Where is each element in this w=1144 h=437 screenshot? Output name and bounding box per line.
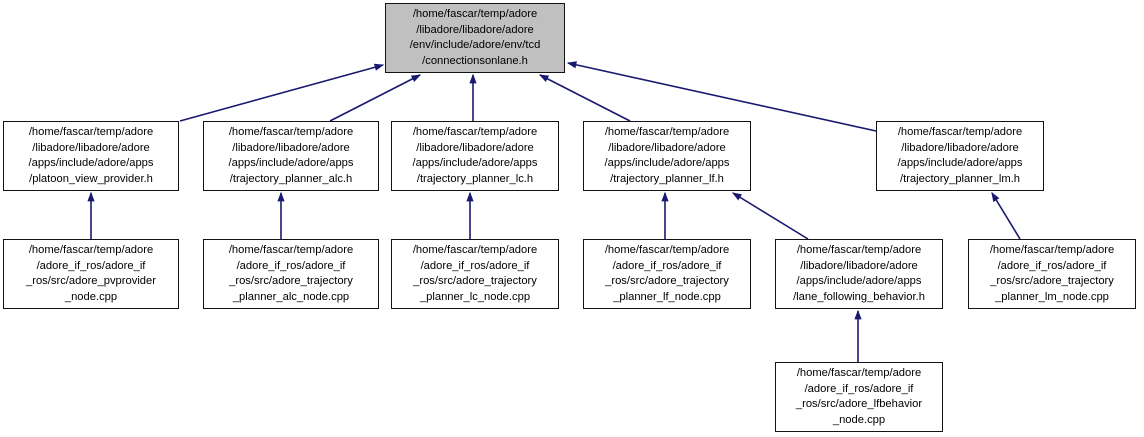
node-label-line: /home/fascar/temp/adore	[989, 244, 1115, 256]
node-label-line: /home/fascar/temp/adore	[796, 244, 922, 256]
graph-node-adore_lfbehavior_node[interactable]: /home/fascar/temp/adore/adore_if_ros/ado…	[775, 362, 943, 432]
graph-node-adore_pvprovider_node[interactable]: /home/fascar/temp/adore/adore_if_ros/ado…	[3, 239, 179, 309]
node-label-line: /home/fascar/temp/adore	[604, 244, 730, 256]
node-label-line: /connectionsonlane.h	[422, 54, 528, 67]
node-label-line: /trajectory_planner_alc.h	[229, 172, 353, 185]
node-label-line: /platoon_view_provider.h	[29, 172, 153, 185]
graph-node-root[interactable]: /home/fascar/temp/adore/libadore/libador…	[385, 3, 565, 73]
node-label-line: /libadore/libadore/adore	[608, 141, 726, 154]
node-label-line: /lane_following_behavior.h	[793, 290, 925, 303]
node-label-line: /home/fascar/temp/adore	[228, 244, 354, 256]
graph-node-adore_trajectory_planner_alc_node[interactable]: /home/fascar/temp/adore/adore_if_ros/ado…	[203, 239, 379, 309]
node-label-line: /adore_if_ros/adore_if	[420, 259, 530, 272]
node-label-line: /env/include/adore/env/tcd	[409, 39, 541, 51]
node-label-line: /home/fascar/temp/adore	[412, 244, 538, 256]
edge-lane_following_behavior-to-trajectory_planner_lf	[731, 192, 809, 240]
edge-group	[87, 61, 1021, 362]
edge-platoon_view_provider-to-root	[179, 63, 385, 122]
node-label-line: /adore_if_ros/adore_if	[804, 382, 914, 395]
node-label-line: /libadore/libadore/adore	[800, 259, 918, 272]
node-label-line: /apps/include/adore/apps	[897, 157, 1023, 169]
node-label-line: _ros/src/adore_pvprovider	[26, 275, 156, 287]
node-label-line: _ros/src/adore_trajectory	[990, 275, 1114, 287]
graph-node-trajectory_planner_alc[interactable]: /home/fascar/temp/adore/libadore/libador…	[203, 121, 379, 191]
node-label-line: /apps/include/adore/apps	[796, 275, 922, 287]
graph-node-platoon_view_provider[interactable]: /home/fascar/temp/adore/libadore/libador…	[3, 121, 179, 191]
node-label-line: /home/fascar/temp/adore	[28, 126, 154, 138]
graph-node-adore_trajectory_planner_lm_node[interactable]: /home/fascar/temp/adore/adore_if_ros/ado…	[968, 239, 1136, 309]
node-label-line: /trajectory_planner_lc.h	[416, 172, 534, 185]
node-label-line: _planner_lf_node.cpp	[613, 290, 721, 303]
node-label-line: /home/fascar/temp/adore	[28, 244, 154, 256]
node-label-line: /home/fascar/temp/adore	[228, 126, 354, 138]
node-label-line: /libadore/libadore/adore	[901, 141, 1019, 154]
node-label-line: _ros/src/adore_trajectory	[229, 275, 353, 287]
node-label-line: /home/fascar/temp/adore	[796, 367, 922, 379]
node-label-line: _ros/src/adore_trajectory	[605, 275, 729, 287]
edge-trajectory_planner_alc-to-root	[329, 74, 422, 122]
node-label-line: _ros/src/adore_lfbehavior	[795, 398, 923, 410]
edge-adore_trajectory_planner_lm_node-to-trajectory_planner_lm	[991, 191, 1021, 240]
node-label-line: /home/fascar/temp/adore	[412, 8, 538, 20]
node-label-line: _ros/src/adore_trajectory	[413, 275, 537, 287]
node-label-line: /libadore/libadore/adore	[32, 141, 150, 154]
node-label-line: /apps/include/adore/apps	[412, 157, 538, 169]
graph-node-trajectory_planner_lc[interactable]: /home/fascar/temp/adore/libadore/libador…	[391, 121, 559, 191]
node-label-line: /home/fascar/temp/adore	[897, 126, 1023, 138]
node-label-line: /apps/include/adore/apps	[28, 157, 154, 169]
graph-node-trajectory_planner_lm[interactable]: /home/fascar/temp/adore/libadore/libador…	[876, 121, 1044, 191]
node-label-line: /adore_if_ros/adore_if	[997, 259, 1107, 272]
node-label-line: /trajectory_planner_lf.h	[610, 172, 724, 185]
graph-node-trajectory_planner_lf[interactable]: /home/fascar/temp/adore/libadore/libador…	[583, 121, 751, 191]
graph-node-lane_following_behavior[interactable]: /home/fascar/temp/adore/libadore/libador…	[775, 239, 943, 309]
node-label-line: _planner_lc_node.cpp	[419, 290, 531, 303]
node-label-line: /libadore/libadore/adore	[232, 141, 350, 154]
node-label-line: /adore_if_ros/adore_if	[612, 259, 722, 272]
node-label-line: /apps/include/adore/apps	[228, 157, 354, 169]
node-label-line: _planner_lm_node.cpp	[995, 290, 1109, 303]
graph-node-adore_trajectory_planner_lc_node[interactable]: /home/fascar/temp/adore/adore_if_ros/ado…	[391, 239, 559, 309]
graph-node-adore_trajectory_planner_lf_node[interactable]: /home/fascar/temp/adore/adore_if_ros/ado…	[583, 239, 751, 309]
node-label-line: /libadore/libadore/adore	[416, 23, 534, 36]
node-label-line: _node.cpp	[832, 413, 886, 426]
node-label-line: /adore_if_ros/adore_if	[36, 259, 146, 272]
edge-trajectory_planner_lf-to-root	[538, 74, 631, 122]
node-label-line: /home/fascar/temp/adore	[604, 126, 730, 138]
node-label-line: /libadore/libadore/adore	[416, 141, 534, 154]
node-label-line: /apps/include/adore/apps	[604, 157, 730, 169]
node-label-line: /adore_if_ros/adore_if	[236, 259, 346, 272]
node-label-line: _node.cpp	[64, 290, 118, 303]
node-label-line: /trajectory_planner_lm.h	[899, 172, 1020, 185]
node-label-line: _planner_alc_node.cpp	[232, 290, 350, 303]
node-label-line: /home/fascar/temp/adore	[412, 126, 538, 138]
